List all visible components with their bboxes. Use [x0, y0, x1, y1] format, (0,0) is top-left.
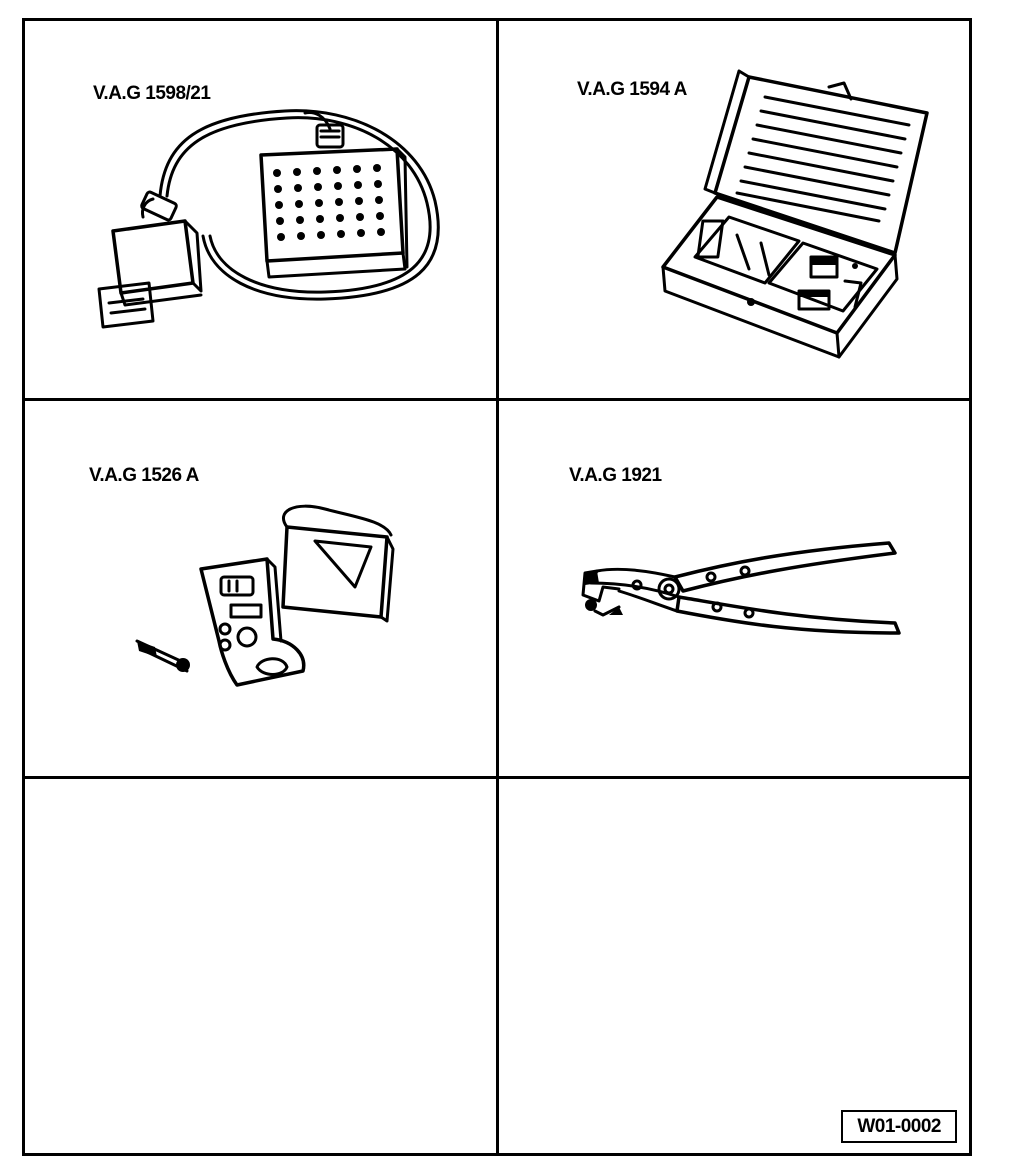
tool-cell-3: V.A.G 1526 A [25, 401, 499, 779]
tool-label-3: V.A.G 1526 A [89, 465, 199, 486]
tool-cell-2: V.A.G 1594 A [499, 21, 969, 401]
hose-clip-pliers-icon [581, 541, 901, 635]
tool-cell-4: V.A.G 1921 [499, 401, 969, 779]
tool-label-2: V.A.G 1594 A [577, 79, 687, 100]
test-box-adapter-icon [97, 109, 440, 329]
hand-multimeter-icon [135, 504, 395, 687]
empty-cell-right: W01-0002 [499, 779, 969, 1153]
figure-id-label: W01-0002 [841, 1110, 957, 1143]
tool-sheet: V.A.G 1598/21 [22, 18, 972, 1156]
tool-label-4: V.A.G 1921 [569, 465, 662, 486]
tool-cell-1: V.A.G 1598/21 [25, 21, 499, 401]
empty-cell-left [25, 779, 499, 1153]
auxiliary-cable-set-case-icon [661, 69, 929, 359]
tool-label-1: V.A.G 1598/21 [93, 83, 211, 104]
